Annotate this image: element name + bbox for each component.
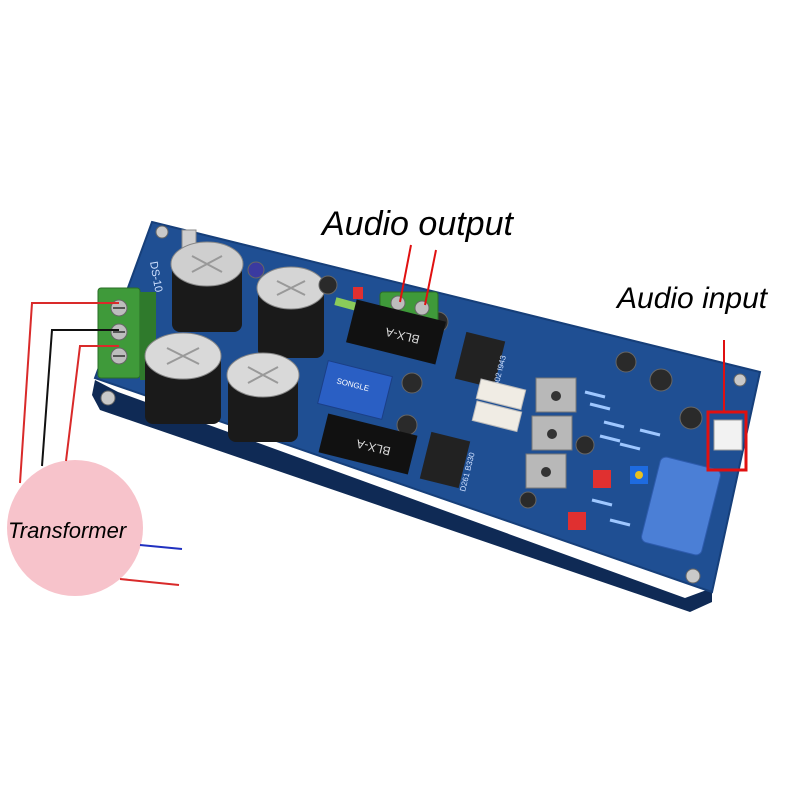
mounting-holes	[100, 225, 747, 584]
signal-resistors	[584, 390, 661, 527]
wire-red-primary	[119, 578, 180, 586]
wire-red	[65, 345, 119, 462]
driver-transistors	[525, 377, 577, 489]
audio-output-label: Audio output	[322, 205, 513, 243]
wire-red	[19, 302, 119, 484]
relay: SONGLE	[317, 360, 393, 420]
audio-input-label: Audio input	[617, 282, 768, 315]
capacitor	[144, 332, 222, 424]
transformer-label: Transformer	[8, 518, 127, 543]
capacitor	[256, 266, 326, 358]
capacitor	[170, 241, 244, 332]
transformer-circle	[7, 460, 143, 596]
input-highlight-box	[706, 410, 748, 472]
output-resistor	[334, 297, 358, 311]
output-leader-line	[399, 244, 412, 303]
trimmers	[568, 466, 648, 530]
output-transistors: D502 I943 D261 B330	[419, 331, 508, 492]
film-capacitor	[641, 456, 721, 556]
filter-capacitors	[144, 241, 326, 442]
power-resistor-bottom: BLX-A	[318, 413, 418, 475]
output-leader-line	[424, 249, 437, 306]
board-id-text: DS-10	[147, 260, 164, 293]
board-edge	[92, 380, 712, 612]
ceramic-resistors	[471, 378, 527, 433]
wire-black	[41, 329, 119, 467]
red-jumper	[353, 287, 363, 299]
capacitor	[226, 352, 300, 442]
power-resistor-top: BLX-A	[346, 299, 446, 365]
wire-blue	[139, 544, 183, 550]
audio-input-connector	[713, 419, 743, 451]
